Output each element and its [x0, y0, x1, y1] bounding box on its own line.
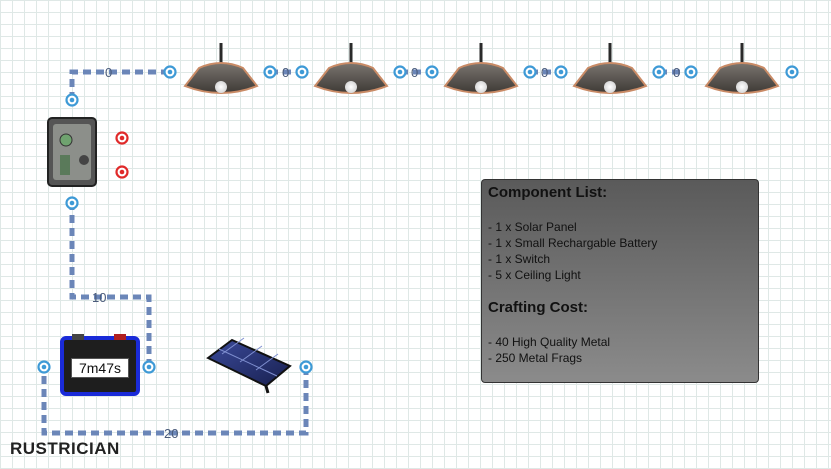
- wire-battery-to-switch[interactable]: [69, 203, 152, 367]
- solar-grid-line: [239, 345, 263, 363]
- port-light5-out[interactable]: [785, 65, 799, 79]
- switch-lever-icon: [60, 155, 70, 175]
- bulb-icon: [215, 81, 227, 93]
- switch-face: [53, 124, 91, 180]
- port-light5-in[interactable]: [684, 65, 698, 79]
- port-light4-out[interactable]: [652, 65, 666, 79]
- solar-panel-component[interactable]: [206, 337, 292, 394]
- wire-label-light4-to-light5: 0: [673, 65, 680, 80]
- port-switch-out[interactable]: [65, 93, 79, 107]
- battery-terminal-icon: [72, 334, 84, 340]
- port-light2-out[interactable]: [393, 65, 407, 79]
- bulb-icon: [345, 81, 357, 93]
- ceiling-light-3[interactable]: [443, 43, 519, 94]
- solar-grid-line: [218, 348, 278, 377]
- port-light3-in[interactable]: [425, 65, 439, 79]
- solar-stand: [264, 385, 270, 394]
- ceiling-light-5[interactable]: [704, 43, 780, 94]
- solar-grid-line: [255, 353, 279, 371]
- wire-label-light2-to-light3: 0: [411, 65, 418, 80]
- rustrician-logo[interactable]: RUSTRICIAN: [10, 439, 120, 458]
- switch-knob-icon: [59, 133, 73, 147]
- lamp-shade: [443, 62, 519, 94]
- ceiling-light-1[interactable]: [183, 43, 259, 94]
- battery-timer: 7m47s: [71, 358, 129, 378]
- port-light4-in[interactable]: [554, 65, 568, 79]
- lamp-shade: [572, 62, 648, 94]
- bulb-icon: [475, 81, 487, 93]
- switch-component[interactable]: [47, 117, 97, 187]
- port-light1-in[interactable]: [163, 65, 177, 79]
- component-item: - 1 x Switch: [488, 252, 551, 266]
- ceiling-light-4[interactable]: [572, 43, 648, 94]
- component-item: - 5 x Ceiling Light: [488, 268, 581, 282]
- bulb-icon: [736, 81, 748, 93]
- cost-item: - 250 Metal Frags: [488, 351, 583, 365]
- lamp-shade: [313, 62, 389, 94]
- wire-label-switch-to-light1: 0: [105, 65, 112, 80]
- port-light2-in[interactable]: [295, 65, 309, 79]
- bulb-icon: [604, 81, 616, 93]
- component-list-heading: Component List:: [488, 184, 608, 201]
- component-item: - 1 x Small Rechargable Battery: [488, 236, 658, 250]
- lamp-shade: [704, 62, 780, 94]
- wire-label-battery-to-switch: 10: [92, 290, 106, 305]
- port-switch-toggle-off[interactable]: [115, 165, 129, 179]
- wire-label-solar-to-battery: 20: [164, 426, 178, 441]
- wire-solar-to-battery[interactable]: [41, 367, 309, 436]
- info-panel: Component List: - 1 x Solar Panel - 1 x …: [481, 179, 759, 383]
- port-light3-out[interactable]: [523, 65, 537, 79]
- switch-dial-icon: [79, 155, 89, 165]
- cost-item: - 40 High Quality Metal: [488, 335, 611, 349]
- wire-label-light1-to-light2: 0: [282, 65, 289, 80]
- port-switch-toggle-on[interactable]: [115, 131, 129, 145]
- wire-label-light3-to-light4: 0: [541, 65, 548, 80]
- battery-terminal-icon: [114, 334, 126, 340]
- lamp-shade: [183, 62, 259, 94]
- port-battery-out[interactable]: [142, 360, 156, 374]
- ceiling-light-2[interactable]: [313, 43, 389, 94]
- component-item: - 1 x Solar Panel: [488, 220, 577, 234]
- port-solar-out[interactable]: [299, 360, 313, 374]
- port-switch-in[interactable]: [65, 196, 79, 210]
- wire-switch-to-light1[interactable]: [69, 69, 170, 100]
- port-battery-in[interactable]: [37, 360, 51, 374]
- solar-grid-line: [221, 337, 245, 355]
- crafting-cost-heading: Crafting Cost:: [488, 299, 588, 316]
- port-light1-out[interactable]: [263, 65, 277, 79]
